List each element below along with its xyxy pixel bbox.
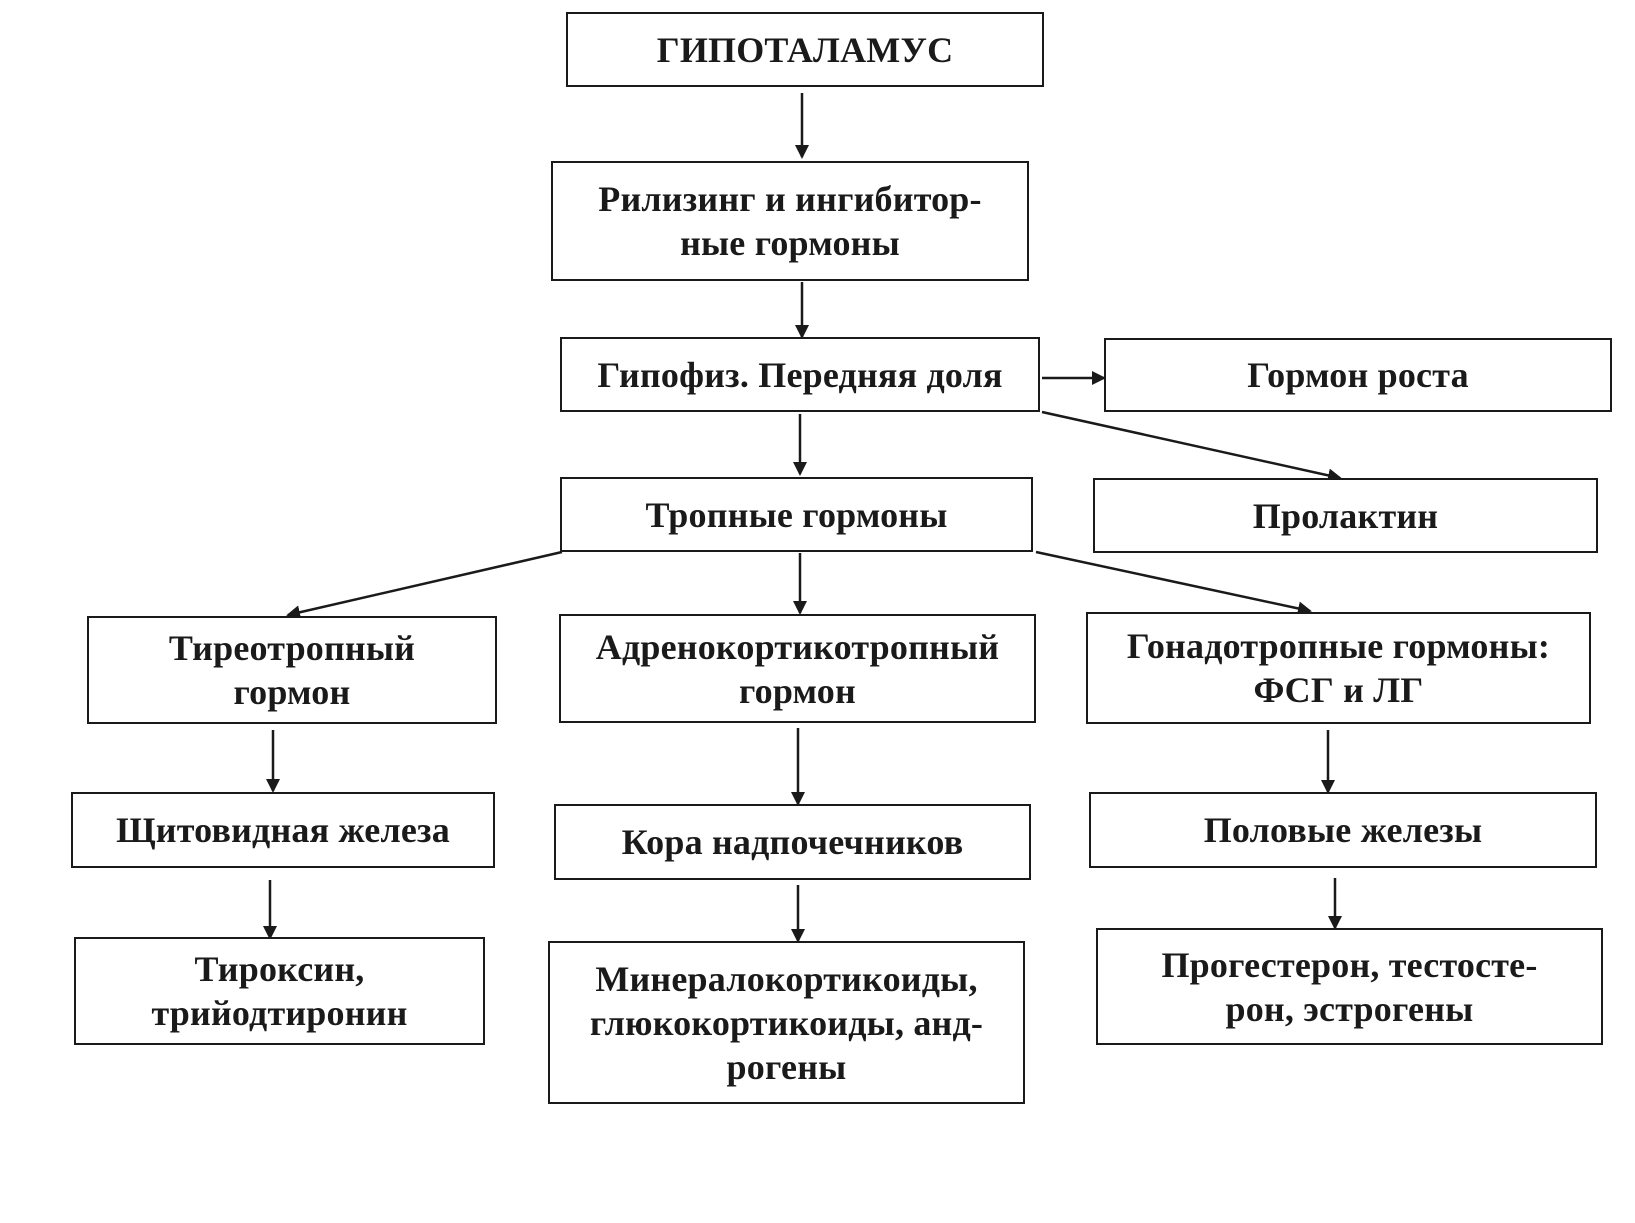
corticoids-line-3: рогены xyxy=(726,1046,847,1087)
thyroid-hormones-label: Тироксин, трийодтиронин xyxy=(151,947,407,1035)
releasing-hormones-box: Рилизинг и ингибитор- ные гормоны xyxy=(551,161,1029,281)
pituitary-anterior-box: Гипофиз. Передняя доля xyxy=(560,337,1040,412)
pituitary-anterior-label: Гипофиз. Передняя доля xyxy=(597,353,1002,397)
growth-hormone-box: Гормон роста xyxy=(1104,338,1612,412)
gonadotropic-hormones-line-1: Гонадотропные гормоны: xyxy=(1126,626,1551,666)
thyrotropic-hormone-box: Тиреотропный гормон xyxy=(87,616,497,724)
tropic-hormones-line: Тропные гормоны xyxy=(645,494,948,535)
acth-label: Адренокортикотропный гормон xyxy=(596,625,999,713)
acth-line-2: гормон xyxy=(739,670,856,711)
releasing-hormones-line-2: ные гормоны xyxy=(680,223,900,263)
thyroid-gland-line: Щитовидная железа xyxy=(116,810,450,850)
arrow-tropic-to-gonadotropic xyxy=(1035,550,1312,616)
gonadotropic-hormones-label: Гонадотропные гормоны: ФСГ и ЛГ xyxy=(1127,624,1550,712)
sex-hormones-line-2: рон, эстрогены xyxy=(1225,988,1474,1029)
gonadotropic-hormones-line-2: ФСГ и ЛГ xyxy=(1253,670,1424,710)
thyroid-hormones-line-1: Тироксин, xyxy=(194,949,365,989)
growth-hormone-line: Гормон роста xyxy=(1247,355,1469,395)
hypothalamus-box: ГИПОТАЛАМУС xyxy=(566,12,1044,87)
sex-hormones-label: Прогестерон, тестосте- рон, эстрогены xyxy=(1161,943,1537,1031)
corticoids-line-1: Минералокортикоиды, xyxy=(595,958,978,999)
tropic-hormones-box: Тропные гормоны xyxy=(560,477,1033,552)
thyroid-hormones-line-2: трийодтиронин xyxy=(151,993,408,1033)
prolactin-line: Пролактин xyxy=(1252,495,1439,536)
thyrotropic-hormone-label: Тиреотропный гормон xyxy=(169,626,415,714)
arrow-tropic-to-thyrotropic xyxy=(286,550,563,620)
tropic-hormones-label: Тропные гормоны xyxy=(645,493,947,537)
thyroid-gland-box: Щитовидная железа xyxy=(71,792,495,868)
arrow-pituitary-to-prolactin xyxy=(1041,410,1342,483)
sex-hormones-box: Прогестерон, тестосте- рон, эстрогены xyxy=(1096,928,1603,1045)
thyroid-hormones-box: Тироксин, трийодтиронин xyxy=(74,937,485,1045)
thyrotropic-hormone-line-1: Тиреотропный xyxy=(168,628,416,668)
thyrotropic-hormone-line-2: гормон xyxy=(233,672,351,712)
releasing-hormones-label: Рилизинг и ингибитор- ные гормоны xyxy=(598,177,981,265)
sex-hormones-line-1: Прогестерон, тестосте- xyxy=(1161,944,1538,985)
acth-box: Адренокортикотропный гормон xyxy=(559,614,1036,723)
prolactin-box: Пролактин xyxy=(1093,478,1598,553)
gonads-line: Половые железы xyxy=(1203,810,1483,850)
adrenal-cortex-box: Кора надпочечников xyxy=(554,804,1031,880)
releasing-hormones-line-1: Рилизинг и ингибитор- xyxy=(598,179,982,219)
acth-line-1: Адренокортикотропный xyxy=(595,626,1000,667)
adrenal-cortex-label: Кора надпочечников xyxy=(622,820,964,864)
corticoids-line-2: глюкокортикоиды, анд- xyxy=(589,1002,984,1043)
thyroid-gland-label: Щитовидная железа xyxy=(116,808,450,852)
prolactin-label: Пролактин xyxy=(1253,494,1438,538)
hypothalamus-label: ГИПОТАЛАМУС xyxy=(657,28,954,72)
hypothalamus-label-line: ГИПОТАЛАМУС xyxy=(656,29,954,70)
pituitary-anterior-line: Гипофиз. Передняя доля xyxy=(597,354,1003,395)
growth-hormone-label: Гормон роста xyxy=(1247,353,1469,397)
gonads-label: Половые железы xyxy=(1204,808,1483,852)
gonads-box: Половые железы xyxy=(1089,792,1597,868)
adrenal-cortex-line: Кора надпочечников xyxy=(621,822,964,862)
gonadotropic-hormones-box: Гонадотропные гормоны: ФСГ и ЛГ xyxy=(1086,612,1591,724)
corticoids-label: Минералокортикоиды, глюкокортикоиды, анд… xyxy=(590,957,983,1089)
corticoids-box: Минералокортикоиды, глюкокортикоиды, анд… xyxy=(548,941,1025,1104)
